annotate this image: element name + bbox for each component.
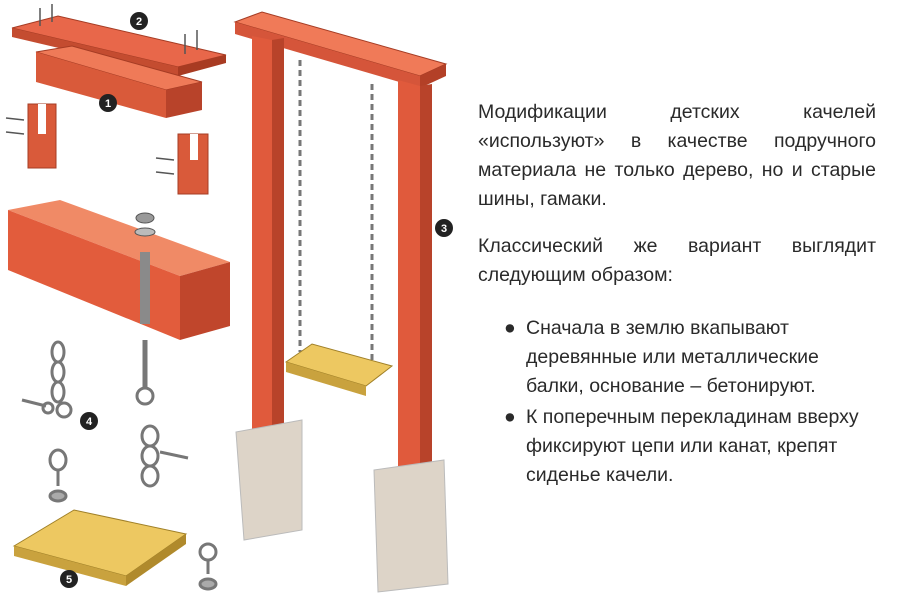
swing-assembly-illustration: 1 2 3 4 5 bbox=[5, 4, 453, 593]
part-3-assembled-swing bbox=[233, 11, 449, 593]
marker-5: 5 bbox=[66, 574, 72, 586]
part-5-seat-board bbox=[12, 509, 188, 586]
nail-icon bbox=[39, 4, 198, 54]
marker-2: 2 bbox=[136, 16, 142, 28]
intro-paragraph: Модификации детских качелей «используют»… bbox=[478, 101, 876, 210]
list-item: ●Сначала в землю вкапывают деревянные ил… bbox=[504, 314, 876, 401]
bracket-left bbox=[5, 103, 57, 169]
classic-variant-paragraph: Классический же вариант выглядит следующ… bbox=[478, 235, 876, 286]
steps-list: ●Сначала в землю вкапывают деревянные ил… bbox=[478, 314, 876, 490]
part-4-hardware bbox=[21, 340, 218, 591]
cross-beam-detail bbox=[8, 200, 230, 406]
part-1-beam bbox=[35, 45, 203, 118]
part-markers: 1 2 3 4 5 bbox=[60, 12, 453, 588]
list-item: ●К поперечным перекладинам вверху фиксир… bbox=[504, 403, 876, 490]
bullet-icon: ● bbox=[504, 406, 516, 428]
marker-3: 3 bbox=[441, 223, 447, 235]
chain-icon bbox=[298, 60, 374, 380]
marker-1: 1 bbox=[105, 98, 111, 110]
description-panel: Модификации детских качелей «используют»… bbox=[478, 98, 876, 492]
marker-4: 4 bbox=[86, 416, 93, 428]
bullet-icon: ● bbox=[504, 317, 516, 339]
bracket-right bbox=[155, 133, 209, 195]
